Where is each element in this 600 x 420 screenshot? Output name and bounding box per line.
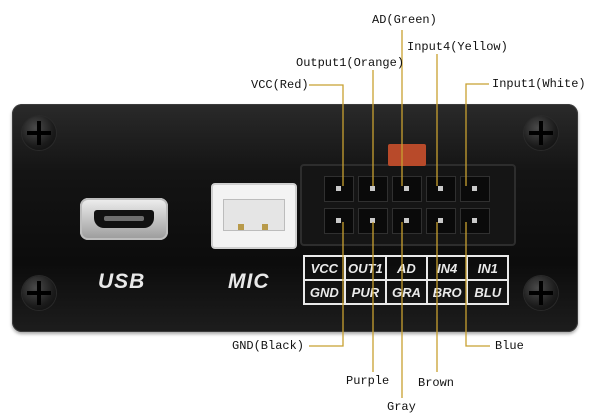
pin-label: GND <box>303 279 346 305</box>
pin-label: IN1 <box>466 255 509 281</box>
callout-output1: Output1(Orange) <box>296 56 405 70</box>
callout-purple: Purple <box>346 374 390 388</box>
usb-label: USB <box>98 270 146 293</box>
leader-vcc <box>309 84 344 186</box>
screw-bottom-right <box>524 276 558 310</box>
leader-input1 <box>465 83 489 186</box>
callout-blue: Blue <box>495 339 524 353</box>
pin-label: OUT1 <box>343 255 388 281</box>
callout-input4: Input4(Yellow) <box>407 40 508 54</box>
pin-label: BLU <box>466 279 509 305</box>
callout-brown: Brown <box>418 376 455 390</box>
pin-label: BRO <box>425 279 469 305</box>
pin-connector <box>300 144 516 246</box>
pin-label: GRA <box>385 279 428 305</box>
screw-top-left <box>22 116 56 150</box>
leader-blue <box>465 222 490 347</box>
leader-gnd <box>309 222 344 347</box>
callout-input1: Input1(White) <box>492 77 586 91</box>
pin-grid-bottom-row: GND PUR GRA BRO BLU <box>303 279 509 305</box>
pin-label: IN4 <box>425 255 469 281</box>
callout-gnd: GND(Black) <box>232 339 305 353</box>
screw-top-right <box>524 116 558 150</box>
callout-gray: Gray <box>387 400 416 414</box>
callout-vcc: VCC(Red) <box>251 78 309 92</box>
mic-label: MIC <box>228 270 270 293</box>
pin-grid-top-row: VCC OUT1 AD IN4 IN1 <box>303 255 509 281</box>
screw-bottom-left <box>22 276 56 310</box>
usb-port <box>80 198 168 240</box>
pin-label: VCC <box>303 255 346 281</box>
callout-ad: AD(Green) <box>372 13 437 27</box>
pin-label-grid: VCC OUT1 AD IN4 IN1 GND PUR GRA BRO BLU <box>303 255 509 305</box>
pin-label: PUR <box>343 279 388 305</box>
connector-latch <box>388 144 426 166</box>
mic-port <box>211 183 297 249</box>
